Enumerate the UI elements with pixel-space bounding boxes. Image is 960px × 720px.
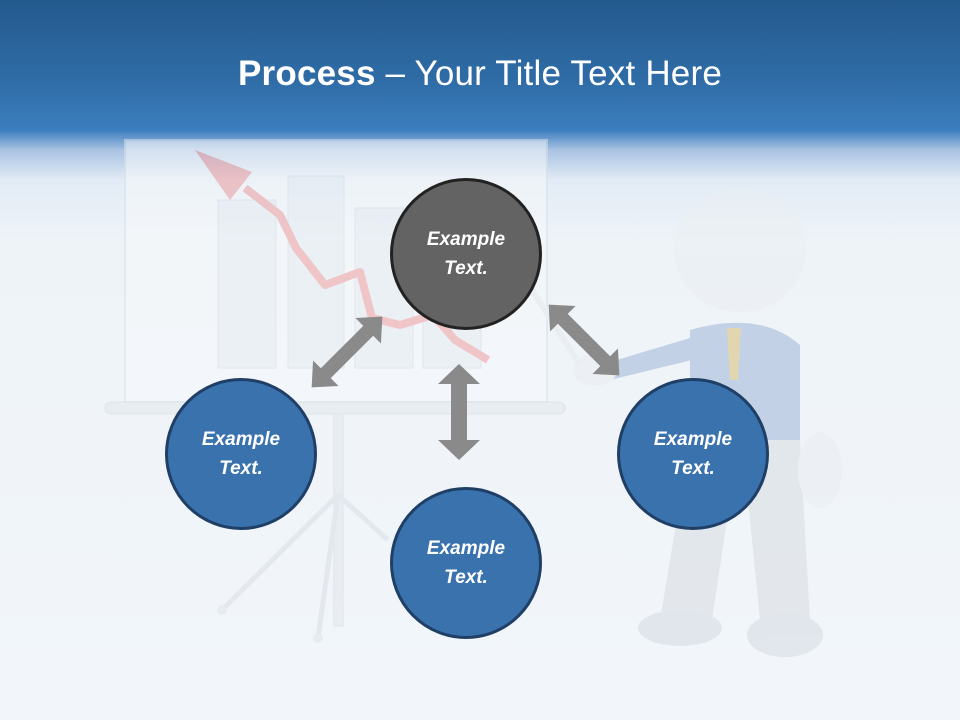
title-strong: Process	[238, 54, 376, 93]
tripod-leg-center	[315, 494, 341, 639]
slide-title: Process – Your Title Text Here	[0, 52, 960, 96]
connector-top-right	[548, 304, 620, 376]
tripod-leg-right	[336, 493, 390, 542]
connector-arrows	[311, 304, 620, 460]
title-rest: – Your Title Text Here	[375, 54, 722, 93]
board-bar-1	[217, 199, 277, 369]
tripod-foot	[313, 633, 323, 643]
figure-head	[674, 188, 806, 312]
tripod-leg-left	[220, 493, 340, 612]
pointer-stick	[529, 288, 583, 367]
figure-arm	[600, 338, 692, 380]
trend-arrow-line	[242, 184, 491, 364]
figure-foot-right	[747, 613, 823, 657]
tripod-foot	[217, 605, 227, 615]
figure-tie	[727, 328, 741, 380]
figure-foot-left	[638, 610, 722, 646]
connector-top-left	[311, 316, 383, 388]
trend-arrow-head	[195, 150, 252, 200]
board-rail	[104, 401, 566, 415]
connector-top-bottom	[438, 364, 480, 460]
figure-hand	[798, 432, 842, 508]
